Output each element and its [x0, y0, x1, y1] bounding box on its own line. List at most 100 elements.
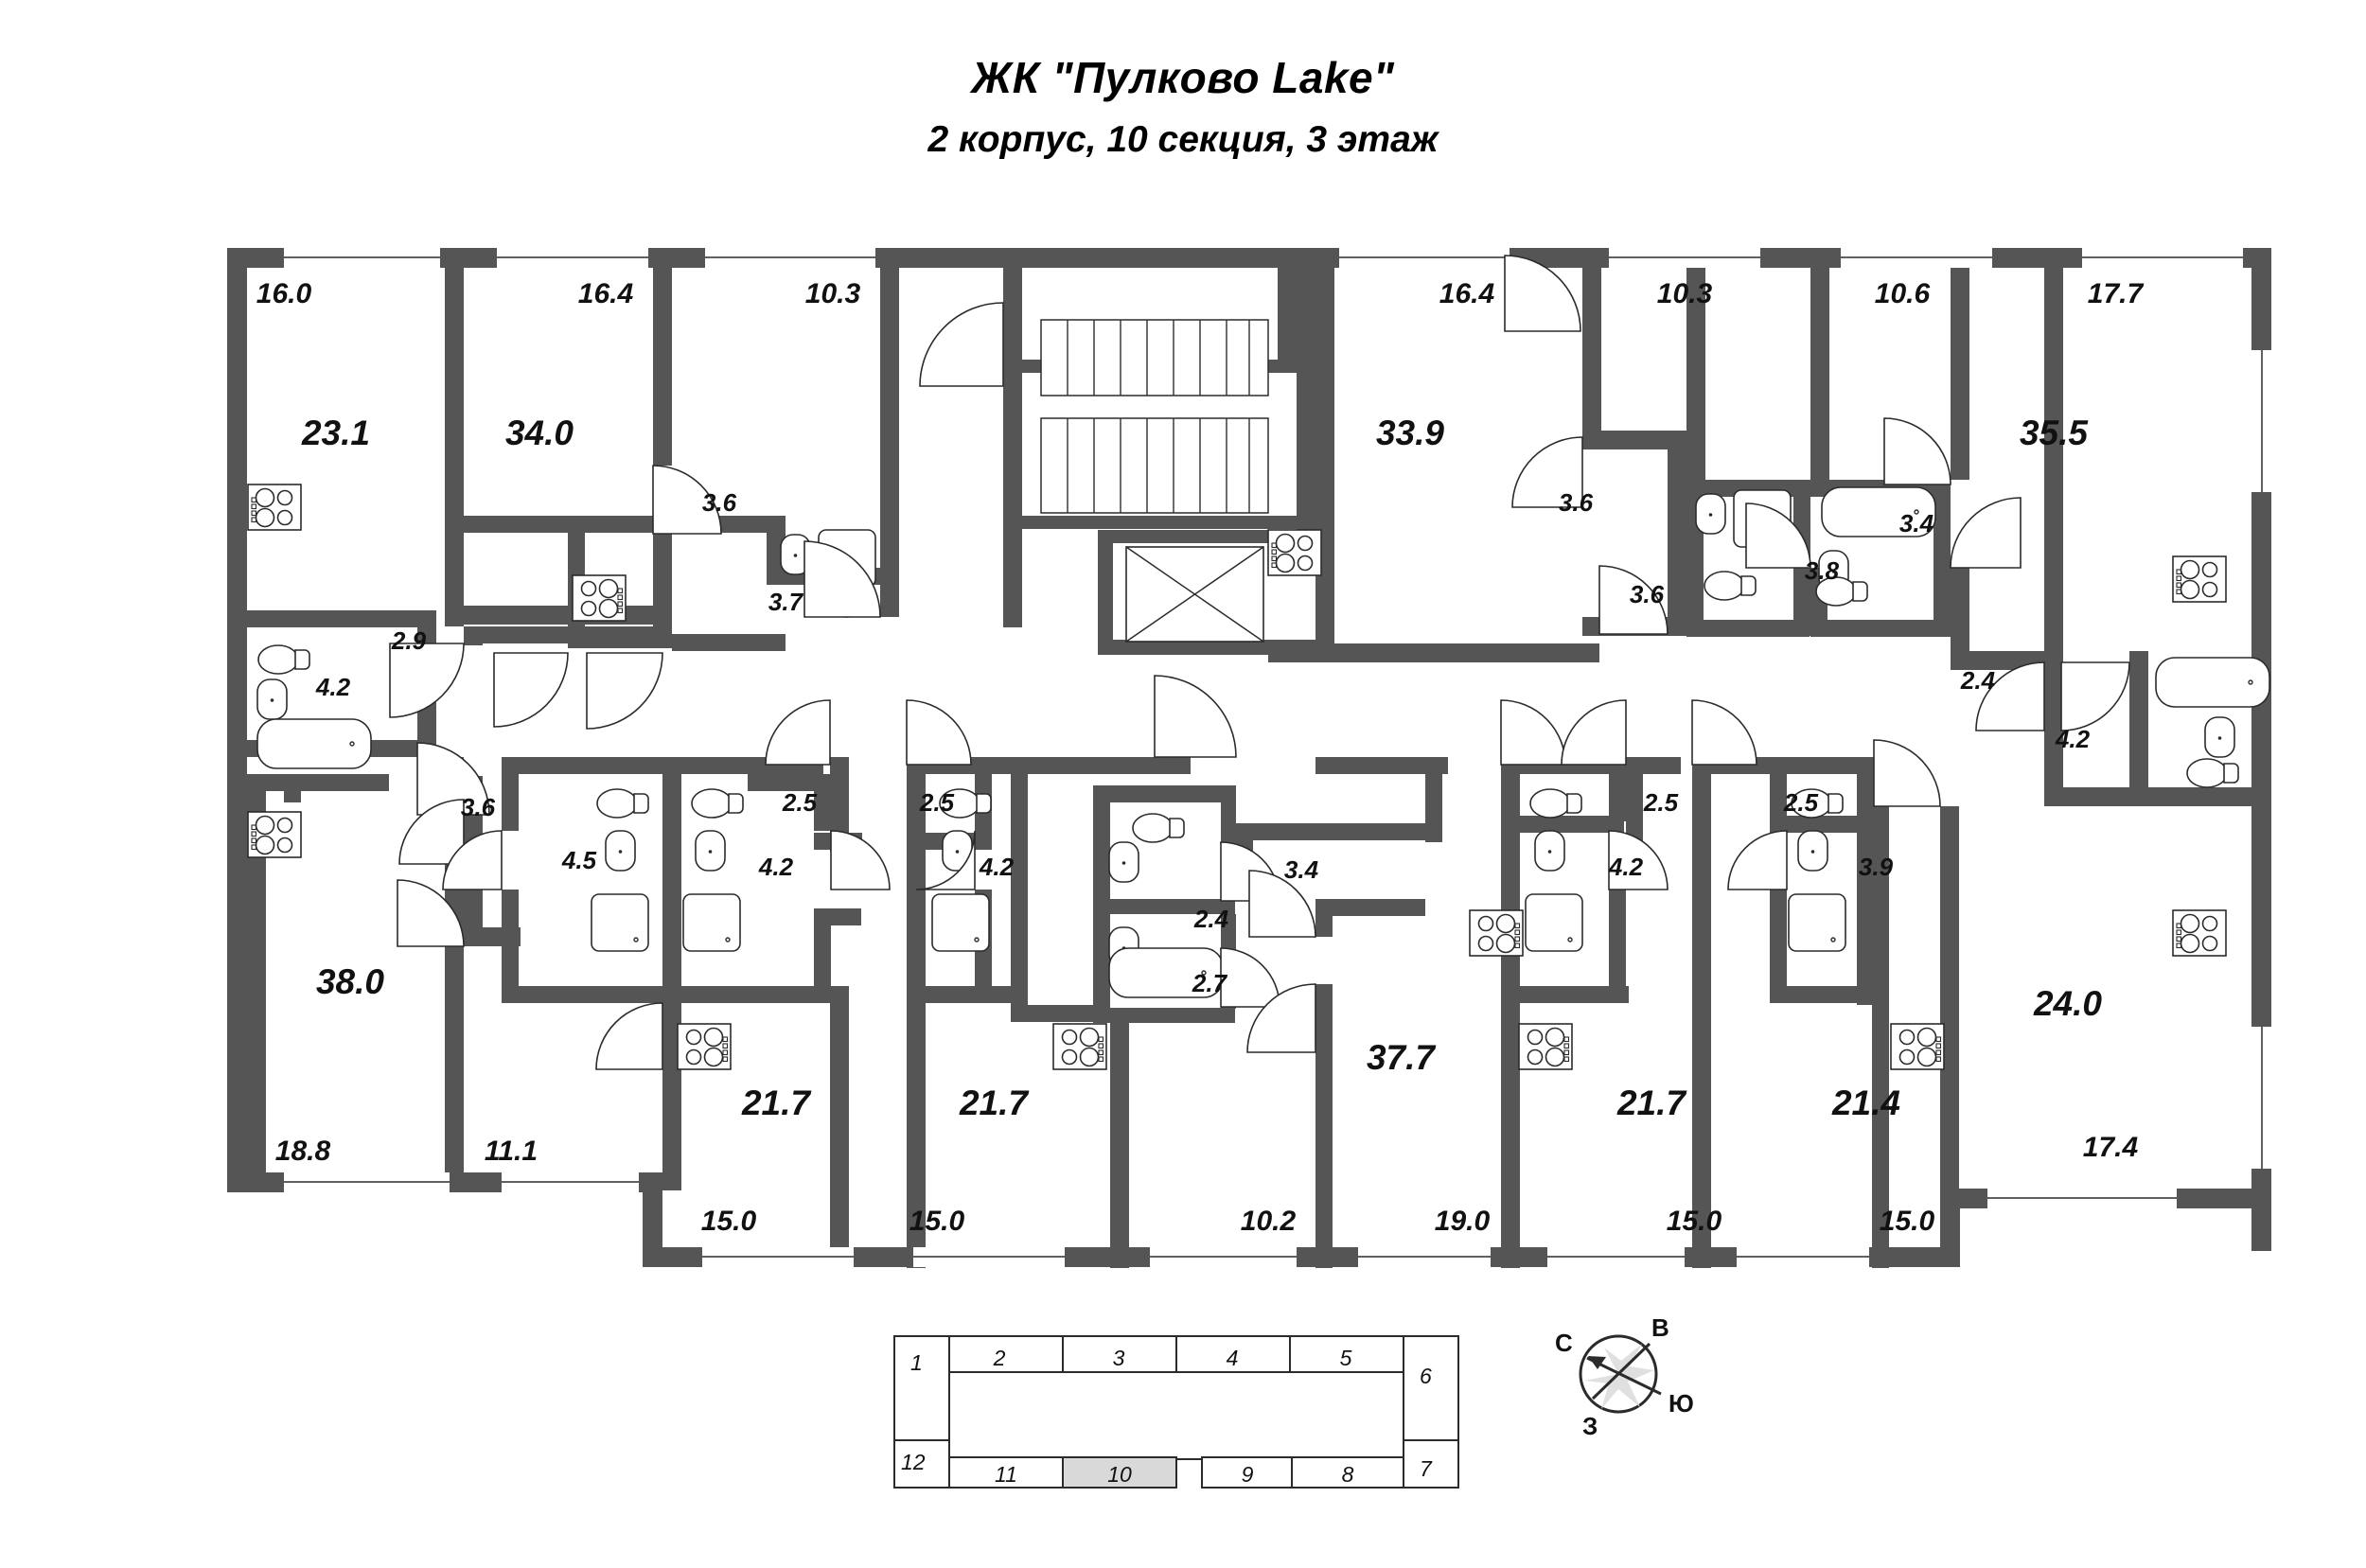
bathtub-icon — [2155, 657, 2270, 708]
area-label: 2.5 — [1783, 788, 1819, 817]
area-label: 16.0 — [256, 278, 312, 309]
key-section-label: 12 — [901, 1450, 926, 1474]
area-label: 23.1 — [301, 414, 370, 452]
area-label: 11.1 — [485, 1136, 538, 1167]
shower-icon — [1788, 893, 1846, 952]
area-label: 10.2 — [1241, 1206, 1297, 1237]
stair-flight-upper — [1040, 319, 1269, 396]
key-section-label: 7 — [1420, 1456, 1433, 1481]
stove-icon — [2172, 909, 2227, 957]
doors-layer — [389, 255, 2130, 1070]
area-label: 3.6 — [702, 488, 737, 517]
area-label: 4.5 — [561, 846, 597, 874]
area-label: 34.0 — [505, 414, 574, 452]
area-label: 3.8 — [1805, 556, 1840, 585]
toilet-icon — [1704, 571, 1757, 601]
stove-icon — [572, 574, 627, 622]
toilet-icon — [257, 644, 310, 675]
key-section-label: 9 — [1242, 1462, 1254, 1487]
walls-layer — [227, 248, 2271, 1268]
sink-icon — [1534, 830, 1565, 872]
sink-icon — [605, 830, 636, 872]
area-label: 3.4 — [1899, 509, 1934, 537]
stove-icon — [2172, 555, 2227, 603]
building-key-diagram[interactable]: 1 2 3 4 5 6 7 8 9 10 11 12 — [893, 1335, 1459, 1489]
area-label: 4.2 — [2055, 725, 2091, 753]
area-label: 18.8 — [275, 1136, 331, 1167]
key-section-label: 8 — [1342, 1462, 1354, 1487]
windows-layer — [284, 248, 2271, 1267]
area-label: 16.4 — [1439, 278, 1495, 309]
area-label: 17.4 — [2083, 1132, 2139, 1163]
sink-icon — [1108, 841, 1139, 883]
area-label: 2.4 — [1193, 905, 1229, 933]
stove-icon — [1518, 1023, 1573, 1070]
compass-rose: С В Ю З — [1555, 1313, 1694, 1440]
stove-icon — [247, 484, 302, 531]
sink-icon — [1695, 493, 1726, 535]
shower-icon — [1525, 893, 1583, 952]
area-label: 3.7 — [768, 588, 804, 616]
area-label: 3.9 — [1859, 853, 1894, 881]
key-section-label: 3 — [1113, 1346, 1125, 1370]
stove-icon — [677, 1023, 732, 1070]
key-section-label: 6 — [1420, 1364, 1432, 1388]
toilet-icon — [691, 788, 744, 819]
area-label: 4.2 — [979, 853, 1015, 881]
stove-icon — [1890, 1023, 1945, 1070]
area-label: 21.7 — [741, 1084, 812, 1122]
area-label: 3.4 — [1284, 855, 1319, 884]
sink-icon — [2204, 716, 2235, 758]
page-title: ЖК "Пулково Lake" 2 корпус, 10 секция, 3… — [0, 52, 2366, 161]
toilet-icon — [1132, 813, 1185, 843]
compass-west-label: З — [1582, 1412, 1598, 1440]
stove-icon — [1267, 529, 1322, 576]
area-label: 15.0 — [701, 1206, 757, 1237]
bathtub-icon — [256, 718, 372, 769]
area-label: 21.4 — [1831, 1084, 1900, 1122]
stove-icon — [1052, 1023, 1107, 1070]
area-label: 19.0 — [1435, 1206, 1491, 1237]
area-label: 15.0 — [909, 1206, 965, 1237]
sink-icon — [256, 678, 288, 720]
area-label: 2.9 — [391, 626, 427, 655]
toilet-icon — [1529, 788, 1582, 819]
stove-icon — [247, 811, 302, 858]
area-label: 4.2 — [758, 853, 794, 881]
area-label: 3.6 — [1630, 580, 1665, 608]
key-section-label: 10 — [1107, 1462, 1132, 1487]
key-section-label: 11 — [995, 1462, 1017, 1487]
area-label: 16.4 — [578, 278, 634, 309]
sink-icon — [1797, 830, 1828, 872]
area-label: 17.7 — [2088, 278, 2145, 309]
key-section-label: 2 — [993, 1346, 1006, 1370]
shower-icon — [682, 893, 741, 952]
key-section-label: 1 — [910, 1350, 923, 1375]
area-label: 2.5 — [919, 788, 955, 817]
compass-star-icon — [1584, 1344, 1654, 1409]
area-label: 2.5 — [1643, 788, 1679, 817]
complex-name: ЖК "Пулково Lake" — [971, 53, 1395, 102]
sink-icon — [695, 830, 726, 872]
area-label: 2.7 — [1192, 969, 1228, 997]
stair-core — [1040, 319, 1269, 643]
area-label: 2.4 — [1960, 666, 1996, 695]
area-label: 38.0 — [316, 962, 384, 1001]
stove-icon — [1469, 909, 1524, 957]
shower-icon — [931, 893, 990, 952]
area-label: 37.7 — [1367, 1038, 1437, 1077]
area-label: 10.3 — [1657, 278, 1713, 309]
area-label: 3.6 — [1559, 488, 1594, 517]
area-label: 2.5 — [782, 788, 818, 817]
elevator-shaft-icon — [1125, 546, 1264, 643]
area-label: 3.6 — [461, 793, 496, 821]
shower-icon — [591, 893, 649, 952]
area-label: 21.7 — [1616, 1084, 1687, 1122]
area-labels: 16.0 23.1 16.4 34.0 10.3 3.6 3.7 2.9 4.2… — [256, 278, 2145, 1237]
toilet-icon — [2186, 758, 2239, 788]
compass-south-label: Ю — [1669, 1389, 1694, 1418]
plan-subtitle: 2 корпус, 10 секция, 3 этаж — [927, 119, 1439, 160]
stair-flight-lower — [1040, 417, 1269, 514]
